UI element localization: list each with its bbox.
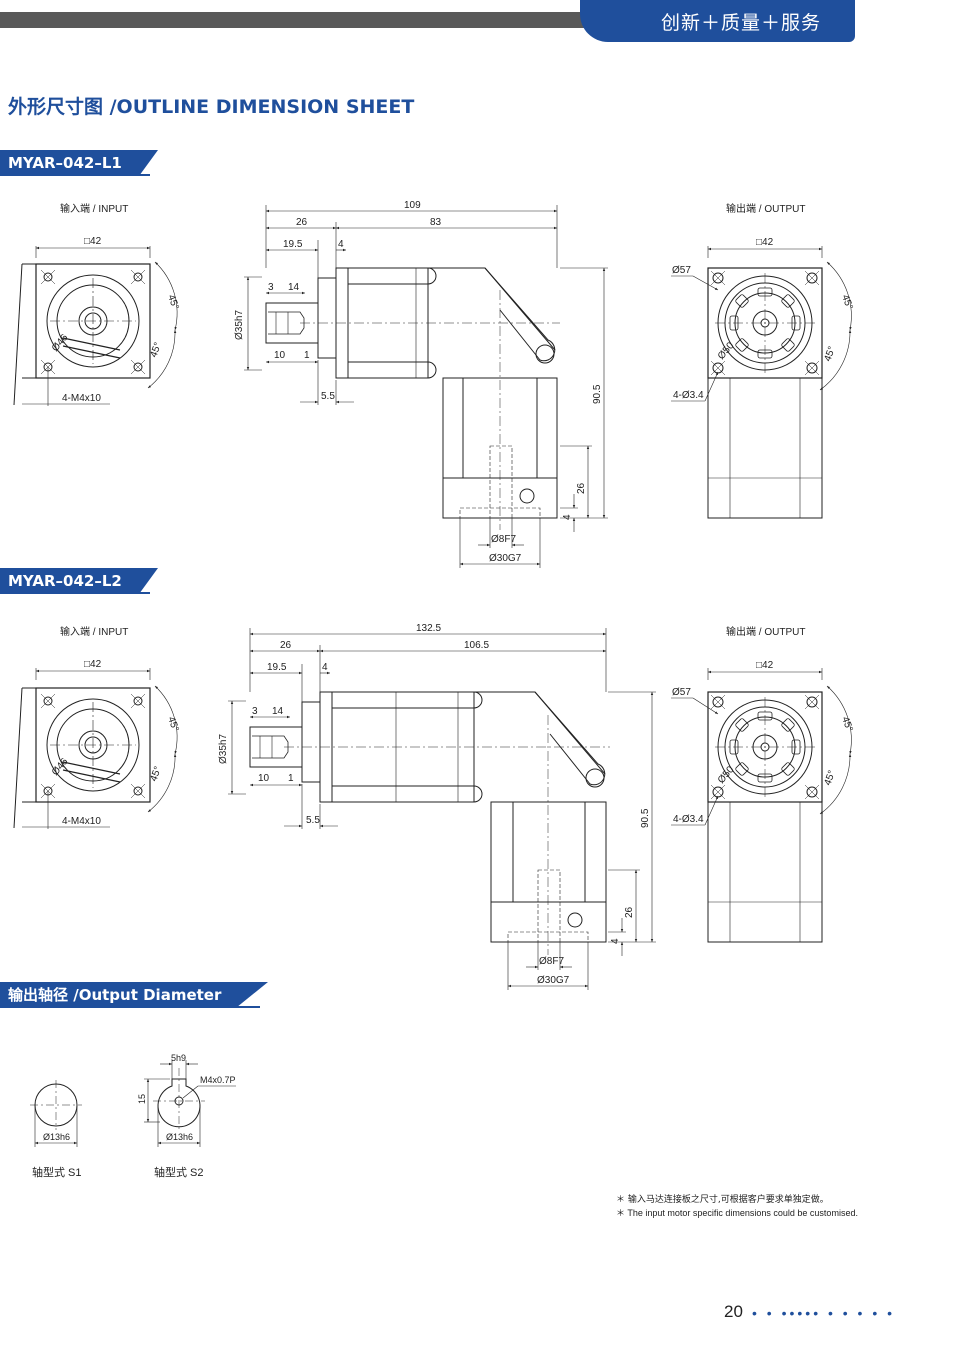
l1-side-view: 109 26 83 19.5 4 3 14	[234, 200, 608, 568]
l2-sq-in: □42	[84, 659, 102, 670]
s2-thread: M4x0.7P	[200, 1075, 236, 1085]
shaft-s2: 5h9 M4x0.7P 15 Ø13h6 轴型式 S2	[137, 1053, 236, 1179]
l2-ang45d: 45°	[822, 769, 838, 787]
s1-dim: Ø13h6	[43, 1132, 70, 1142]
l2-d57: Ø57	[672, 687, 691, 698]
l1-output-view: 输出端 / OUTPUT □42	[671, 202, 855, 519]
l2-ang45a: 45°	[165, 715, 181, 733]
l1-d57: Ø57	[672, 265, 691, 276]
l1-sq-out: □42	[756, 237, 774, 248]
l2-output-view: 输出端 / OUTPUT □42	[671, 625, 855, 943]
s2-label: 轴型式 S2	[154, 1165, 204, 1179]
l2-output-label: 输出端 / OUTPUT	[726, 625, 805, 638]
header-bar	[0, 12, 620, 28]
l1-d26: 26	[296, 217, 308, 228]
l2-d3: 3	[252, 706, 258, 717]
l2-d1: 1	[288, 773, 294, 784]
l2-input-label: 输入端 / INPUT	[60, 625, 128, 638]
l1-d905: 90.5	[592, 384, 603, 404]
section-tag-l2: MYAR–042–L2	[0, 568, 158, 594]
l1-bolt: 4-M4x10	[62, 393, 101, 404]
l1-dia46: Ø46	[50, 332, 71, 354]
l1-d10: 10	[274, 350, 286, 361]
l1-input-label: 输入端 / INPUT	[60, 202, 128, 215]
s2-height: 15	[137, 1094, 147, 1104]
l2-d35: Ø35h7	[218, 734, 229, 764]
brand-tab: 创新＋质量＋服务	[580, 0, 855, 42]
l2-d50: Ø50	[716, 764, 737, 786]
l1-ang45a: 45°	[165, 293, 181, 311]
l1-d55: 5.5	[321, 391, 335, 402]
l2-hole: 4-Ø3.4	[673, 814, 704, 825]
section-underline-shaft	[0, 1006, 260, 1008]
l1-d195: 19.5	[283, 239, 303, 250]
l2-d195: 19.5	[267, 662, 287, 673]
l1-d83: 83	[430, 217, 442, 228]
l2-ang45b: 45°	[148, 765, 164, 783]
l2-d10: 10	[258, 773, 270, 784]
shaft-s1: Ø13h6 轴型式 S1	[30, 1080, 82, 1179]
section-underline-l2	[0, 592, 150, 594]
l2-side-view: 132.5 26 106.5 19.5 4 3 14	[218, 623, 656, 990]
l1-sq-in: □42	[84, 236, 102, 247]
note-en: ＊ The input motor specific dimensions co…	[616, 1208, 858, 1218]
l1-input-view: 输入端 / INPUT □42 45° 45° Ø46 4-M4x10	[13, 202, 181, 406]
l2-ang45c: 45°	[839, 715, 855, 733]
page-number: 20	[724, 1302, 743, 1321]
l2-d26: 26	[280, 640, 292, 651]
l2-d4b: 4	[610, 938, 621, 944]
l1-ang45b: 45°	[148, 341, 164, 359]
l2-d55: 5.5	[306, 815, 320, 826]
s2-dim: Ø13h6	[166, 1132, 193, 1142]
l1-d8: Ø8F7	[491, 534, 516, 545]
l1-d50: Ø50	[716, 340, 737, 362]
l1-d3: 3	[268, 282, 274, 293]
l1-d1: 1	[304, 350, 310, 361]
l2-d14: 14	[272, 706, 284, 717]
l2-d1065: 106.5	[464, 640, 489, 651]
s2-key: 5h9	[171, 1053, 186, 1063]
s1-label: 轴型式 S1	[32, 1165, 82, 1179]
l1-d4b: 4	[562, 514, 573, 520]
section-tag-l1: MYAR–042–L1	[0, 150, 158, 176]
note-cn: ＊ 输入马达连接板之尺寸,可根据客户要求单独定做。	[616, 1195, 829, 1205]
l2-d4: 4	[322, 662, 328, 673]
l1-d109: 109	[404, 200, 421, 211]
l2-d1325: 132.5	[416, 623, 441, 634]
l1-d26b: 26	[576, 482, 587, 494]
l1-d4: 4	[338, 239, 344, 250]
l2-bolt: 4-M4x10	[62, 816, 101, 827]
l1-d30: Ø30G7	[489, 553, 522, 564]
l1-output-label: 输出端 / OUTPUT	[726, 202, 805, 215]
l1-hole: 4-Ø3.4	[673, 390, 704, 401]
l2-dia46: Ø46	[50, 756, 71, 778]
l2-d8: Ø8F7	[539, 956, 564, 967]
section-underline-l1	[0, 174, 150, 176]
footer-dots: • • ••••• • • • • •	[752, 1305, 896, 1321]
brand-tagline: 创新＋质量＋服务	[660, 12, 821, 34]
l2-input-view: 输入端 / INPUT □42 45° 45° Ø46 4-M4x10	[13, 625, 181, 829]
l2-d26b: 26	[624, 906, 635, 918]
l1-ang45d: 45°	[822, 345, 838, 363]
section-tag-shaft: 输出轴径 /Output Diameter	[0, 982, 268, 1008]
l1-d14: 14	[288, 282, 300, 293]
l2-d30: Ø30G7	[537, 975, 570, 986]
l2-sq-out: □42	[756, 660, 774, 671]
l1-ang45c: 45°	[839, 293, 855, 311]
l2-d905: 90.5	[640, 808, 651, 828]
page-title: 外形尺寸图 /OUTLINE DIMENSION SHEET	[8, 96, 415, 118]
l1-d35: Ø35h7	[234, 310, 245, 340]
